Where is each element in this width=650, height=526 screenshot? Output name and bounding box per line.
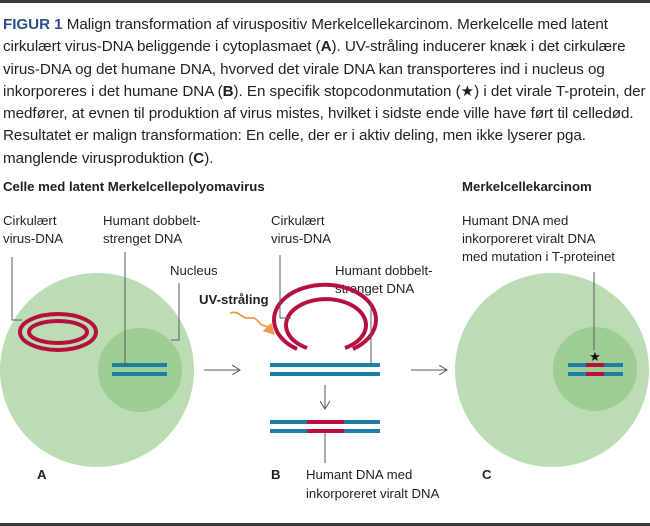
b-human-dna-label-1: Humant dobbelt- [335, 263, 433, 278]
leader-lines-a [11, 252, 180, 366]
top-border [0, 0, 650, 3]
left-panel-heading: Celle med latent Merkelcellepolyomavirus [3, 179, 265, 194]
bottom-border [0, 523, 650, 526]
b-circular-dna-label-1: Cirkulært [271, 213, 325, 228]
figure-caption: FIGUR 1 Malign transformation af viruspo… [3, 14, 648, 170]
panel-b-label: B [271, 467, 281, 482]
caption-text: Malign transformation af viruspositiv Me… [3, 16, 608, 56]
cell-c [455, 273, 649, 467]
a-circular-dna-label-1: Cirkulært [3, 213, 57, 228]
caption-ref-c: C [193, 149, 205, 167]
mutated-dna-c [568, 363, 623, 376]
c-mutation-label-3: med mutation i T-proteinet [462, 249, 615, 264]
human-dna-b [270, 363, 380, 376]
a-nucleus-label: Nucleus [170, 263, 218, 278]
b-incorporated-label-1: Humant DNA med [306, 467, 413, 482]
mutation-star-icon: ★ [589, 350, 601, 365]
a-human-dna-label-2: strenget DNA [103, 231, 183, 246]
c-mutation-label-1: Humant DNA med [462, 213, 569, 228]
panel-c-label: C [482, 467, 492, 482]
right-panel-heading: Merkelcellekarcinom [462, 179, 592, 194]
caption-ref-b: B [222, 82, 234, 100]
caption-text: ). [204, 149, 214, 167]
circular-viral-dna-a [18, 312, 98, 352]
figure-label: FIGUR 1 [3, 16, 63, 33]
caption-text: ). UV-stråling inducerer knæk i det cirk… [3, 38, 626, 100]
panel-a-label: A [37, 467, 47, 482]
caption-text: ). En specifik stopcodonmutation (★) i d… [3, 82, 646, 167]
human-dna-a [112, 363, 167, 376]
incorporated-dna-b [270, 420, 380, 433]
caption-ref-a: A [320, 38, 332, 56]
uv-arrow [229, 311, 275, 335]
a-circular-dna-label-2: virus-DNA [3, 231, 64, 246]
nucleus-c [553, 327, 637, 411]
c-mutation-label-2: inkorporeret viralt DNA [462, 231, 596, 246]
b-incorporated-label-2: inkorporeret viralt DNA [306, 486, 440, 501]
b-circular-dna-label-2: virus-DNA [271, 231, 332, 246]
uv-label: UV-stråling [199, 292, 269, 307]
nucleus-a [98, 328, 182, 412]
a-human-dna-label-1: Humant dobbelt- [103, 213, 201, 228]
broken-viral-dna-b [272, 282, 378, 351]
